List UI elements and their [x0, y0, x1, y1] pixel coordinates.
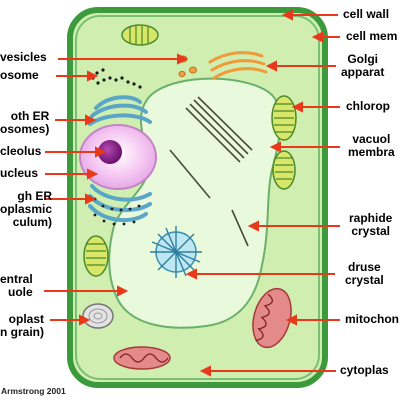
- chloroplast: [121, 24, 159, 46]
- amyloplast: [82, 303, 114, 329]
- label-raphide-crystal: raphide crystal: [349, 211, 393, 238]
- nucleolus: [98, 140, 122, 164]
- label-cell-membrane: cell mem: [346, 29, 398, 43]
- druse-crystal: [150, 226, 202, 278]
- mitochondrion: [252, 287, 292, 349]
- credit-text: Armstrong 2001: [1, 386, 66, 396]
- golgi-apparatus: [208, 51, 268, 80]
- mitochondrion: [113, 346, 171, 370]
- chloroplast: [271, 95, 297, 141]
- smooth-er: [88, 95, 152, 126]
- chloroplast: [272, 150, 296, 190]
- label-arrows: [44, 9, 340, 377]
- label-smooth-er: oth ER osomes): [0, 109, 50, 136]
- label-chloroplast: chlorop: [346, 99, 390, 113]
- label-golgi-apparatus: Golgi apparat: [341, 52, 385, 79]
- cell-membrane: [75, 15, 320, 380]
- label-cell-wall: cell wall: [343, 7, 390, 21]
- label-nucleolus: cleolus: [0, 144, 42, 158]
- chloroplast: [83, 235, 109, 277]
- label-nucleus: ucleus: [0, 166, 39, 180]
- label-vesicles: vesicles: [0, 50, 47, 64]
- nucleus: [79, 124, 157, 190]
- label-rough-er: gh ER oplasmic culum): [0, 189, 53, 229]
- label-mitochondrion: mitochon: [345, 312, 399, 326]
- raphide-crystals: [169, 96, 253, 247]
- label-amyloplast: oplast n grain): [0, 312, 44, 339]
- label-vacuole-membrane: vacuol membra: [348, 132, 395, 159]
- label-cytoplasm: cytoplas: [340, 363, 389, 377]
- label-central-vacuole: entral uole: [0, 272, 33, 299]
- label-druse-crystal: druse crystal: [345, 260, 384, 287]
- label-ribosome: osome: [0, 68, 39, 82]
